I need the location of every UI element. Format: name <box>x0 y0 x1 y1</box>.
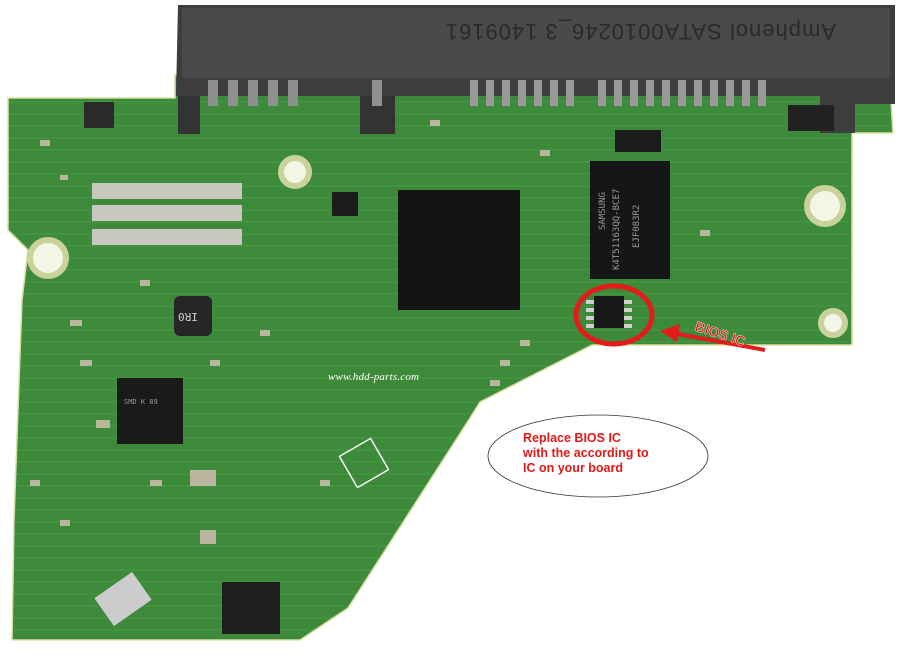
note-line-2: with the according to <box>523 446 649 460</box>
note-line-1: Replace BIOS IC <box>523 431 621 445</box>
chip-top-mid <box>615 130 661 152</box>
regulator-chip <box>84 102 114 128</box>
smd-components <box>30 120 710 544</box>
replace-note: Replace BIOS IC with the according to IC… <box>523 431 693 476</box>
small-chip <box>332 192 358 216</box>
bios-highlight-circle <box>573 283 655 347</box>
memory-brand-text: SAMSUNG <box>598 192 608 230</box>
connector-marking: Amphenol SATA0010246_3 1409161 <box>444 19 836 44</box>
memory-part-text: K4T51163QQ-BCE7 <box>612 188 622 270</box>
bios-chip <box>594 296 624 328</box>
regulator-chip-2 <box>788 105 834 131</box>
note-line-3: IC on your board <box>523 461 623 475</box>
sata-connector <box>176 5 895 134</box>
bios-arrow <box>660 324 766 352</box>
pcb-board <box>7 74 894 641</box>
memory-code-text: EJF083R2 <box>632 204 642 248</box>
motor-controller-chip <box>117 378 183 444</box>
controller-chip <box>398 190 520 310</box>
inductor <box>174 296 212 336</box>
watermark-text: www.hdd-parts.com <box>328 371 420 383</box>
motor-chip-text: SMD K 89 <box>124 398 158 406</box>
note-bubble <box>487 414 709 498</box>
mounting-holes <box>27 155 848 338</box>
memory-chip <box>590 161 670 279</box>
jumper-header <box>222 582 280 634</box>
pad-rows <box>92 183 242 245</box>
inductor-text: IR0 <box>178 310 198 323</box>
test-pad <box>94 571 152 627</box>
hf-mark <box>338 437 390 489</box>
